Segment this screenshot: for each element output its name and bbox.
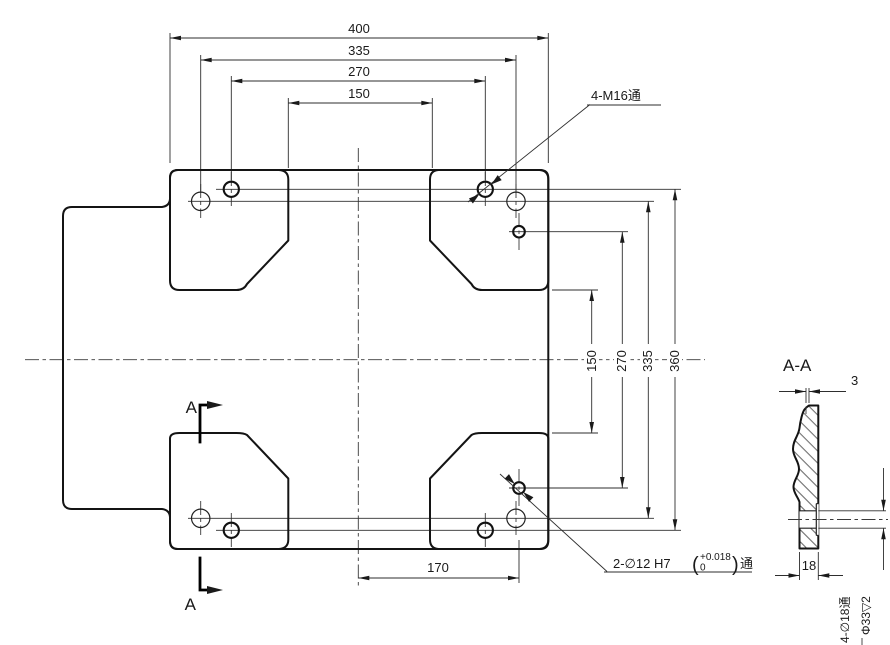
- dimension-right-335: 335: [640, 201, 655, 519]
- dimension-right-150: 150: [584, 290, 599, 433]
- section-marker-bottom: A: [185, 556, 223, 614]
- dimension-thickness-18: 18: [775, 552, 843, 580]
- hole-d12: [512, 224, 526, 239]
- label-d12-prefix: 2-∅12 H7: [613, 556, 671, 571]
- dim-text-3: 3: [851, 373, 858, 388]
- dimension-bottom-170: 170: [358, 560, 519, 581]
- label-d12-group: 2-∅12 H7 ( +0.018 0 ) 通: [499, 473, 753, 576]
- dimension-top-400: 400: [170, 21, 549, 41]
- hole-m16: [222, 180, 240, 198]
- pad-bottom-left: [169, 432, 290, 550]
- section-letter-top: A: [186, 398, 198, 417]
- dim-text-335: 335: [348, 43, 370, 58]
- pad-bottom-right: [429, 432, 550, 550]
- hole-m16: [222, 521, 240, 539]
- label-m16-group: 4-M16通: [467, 88, 661, 204]
- dim-text-360-right: 360: [667, 350, 682, 372]
- pad-top-left: [169, 169, 290, 291]
- dim-text-150-right: 150: [584, 350, 599, 372]
- hole-d18: [190, 191, 211, 212]
- section-letter-bottom: A: [185, 595, 197, 614]
- hole-d12: [512, 481, 526, 495]
- dimension-step-3: 3: [779, 373, 858, 403]
- dim-text-270: 270: [348, 64, 370, 79]
- dimension-top-270: 270: [231, 64, 486, 84]
- pad-top-right: [429, 169, 550, 291]
- label-d12-paren-close: ): [732, 554, 739, 576]
- hole-callout: 4-∅18通 Φ33▽2: [818, 468, 886, 645]
- callout-hole-text: 4-∅18通: [838, 597, 852, 643]
- main-view: 400 335 270 150 150 270 335: [25, 21, 753, 614]
- centerlines: [25, 148, 705, 588]
- dim-text-150-top: 150: [348, 86, 370, 101]
- callout-counterbore-text: Φ33▽2: [859, 596, 873, 635]
- section-hole: [788, 503, 888, 537]
- holes: [190, 180, 526, 539]
- dimension-top-335: 335: [200, 43, 516, 63]
- label-d12-tol-upper: +0.018: [700, 552, 731, 563]
- dimension-right-270: 270: [614, 231, 629, 488]
- label-d12-tol-lower: 0: [700, 563, 706, 574]
- dimension-top-150: 150: [288, 86, 433, 106]
- hole-d18: [190, 508, 211, 529]
- hole-m16: [476, 180, 494, 198]
- hole-d18: [506, 508, 526, 529]
- hole-m16: [476, 521, 494, 539]
- counterbore-symbol: [861, 638, 863, 645]
- extension-lines: [169, 33, 681, 583]
- section-title: A-A: [783, 356, 812, 375]
- section-view: A-A 3 18: [775, 356, 888, 645]
- dimension-right-360: 360: [667, 189, 682, 531]
- dim-text-400: 400: [348, 21, 370, 36]
- dim-text-335-right: 335: [640, 350, 655, 372]
- label-m16: 4-M16通: [591, 88, 641, 103]
- dim-text-170: 170: [427, 560, 449, 575]
- section-marker-top: A: [186, 398, 223, 444]
- label-d12-suffix: 通: [740, 556, 753, 571]
- label-d12-paren-open: (: [692, 554, 699, 576]
- hole-d18: [506, 191, 526, 212]
- dim-text-18: 18: [802, 558, 816, 573]
- dim-text-270-right: 270: [614, 350, 629, 372]
- corner-pads: [169, 169, 550, 550]
